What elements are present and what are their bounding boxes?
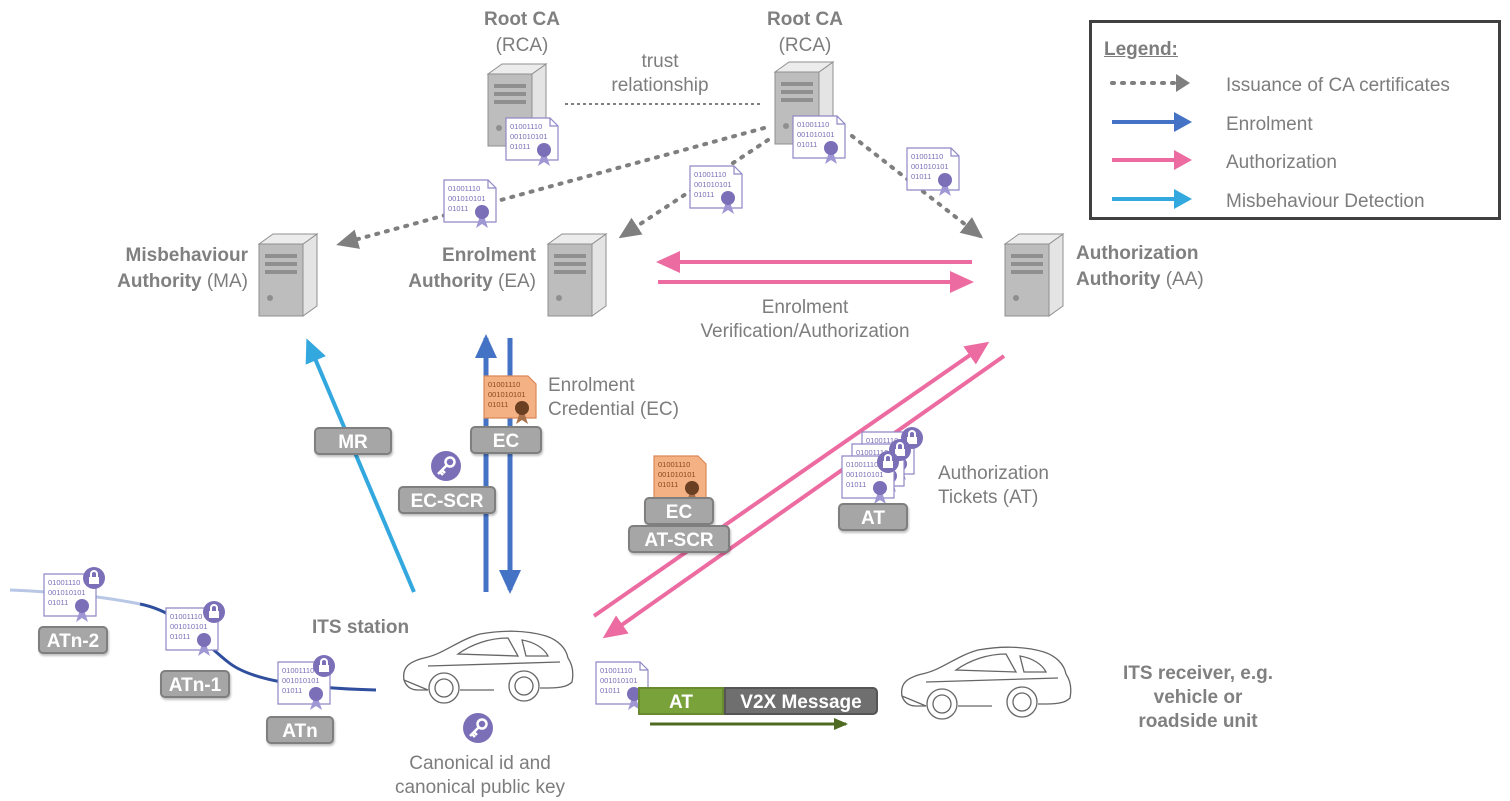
canonical-label-line2: canonical public key — [394, 777, 566, 798]
legend-item-misbehaviour: Misbehaviour Detection — [1226, 191, 1425, 212]
at-n-tag: ATn — [266, 716, 334, 744]
mr-tag: MR — [314, 427, 392, 455]
root-ca-right-sub: (RCA) — [778, 35, 832, 56]
message-at-segment: AT — [638, 687, 724, 715]
its-receiver-car-icon — [900, 646, 1072, 720]
ec-scr-tag: EC-SCR — [398, 486, 496, 514]
certificate-icon — [505, 117, 559, 167]
ma-label-line1: Misbehaviour — [125, 245, 248, 266]
lock-icon — [312, 654, 336, 678]
receiver-label-line3: roadside unit — [1138, 711, 1258, 732]
certificate-icon — [443, 179, 497, 229]
its-station-car-icon — [402, 630, 574, 704]
ea-aa-label-line1: Enrolment — [761, 297, 849, 318]
certificate-icon — [792, 115, 846, 165]
receiver-label-line2: vehicle or — [1153, 687, 1243, 708]
v2x-message-segment: V2X Message — [724, 687, 878, 715]
lock-icon — [82, 566, 106, 590]
trust-label-line2: relationship — [611, 75, 709, 96]
misbehaviour-arrow — [305, 338, 416, 593]
legend-item-authorization: Authorization — [1226, 152, 1337, 173]
issuance-arrow-ma — [336, 126, 766, 249]
at-n-2-tag: ATn-2 — [38, 626, 108, 654]
root-ca-right-title: Root CA — [767, 9, 843, 30]
lock-icon — [876, 450, 900, 474]
receiver-label-line1: ITS receiver, e.g. — [1123, 663, 1273, 684]
authorization-arrow-down — [602, 354, 1006, 639]
server-icon — [547, 233, 607, 317]
at-scr-tag: AT-SCR — [628, 525, 730, 553]
canonical-label-line1: Canonical id and — [409, 753, 551, 774]
root-ca-left-sub: (RCA) — [495, 35, 549, 56]
trust-label-line1: trust — [641, 51, 679, 72]
key-icon — [429, 449, 463, 483]
authorization-arrow-up — [592, 341, 990, 618]
at-label-line1: Authorization — [938, 463, 1049, 484]
ea-label-line2: Authority (EA) — [408, 271, 536, 292]
ec-tag: EC — [644, 497, 714, 525]
certificate-icon — [689, 165, 743, 215]
its-station-label: ITS station — [312, 617, 410, 638]
ma-label-line2: Authority (MA) — [117, 271, 248, 292]
key-icon — [461, 711, 495, 745]
ec-label-line1: Enrolment — [548, 375, 635, 396]
root-ca-left-title: Root CA — [484, 9, 560, 30]
legend-item-issuance: Issuance of CA certificates — [1226, 75, 1450, 96]
legend-box: Legend: Issuance of CA certificates Enro… — [1089, 20, 1501, 220]
certificate-icon — [906, 147, 960, 197]
ec-tag: EC — [470, 426, 542, 454]
issuance-arrow-ea — [618, 138, 770, 239]
server-icon — [1004, 233, 1064, 317]
legend-swatches — [1110, 74, 1192, 209]
at-label-line2: Tickets (AT) — [938, 487, 1039, 508]
aa-label-line1: Authorization — [1076, 243, 1199, 264]
aa-label-line2: Authority (AA) — [1076, 269, 1204, 290]
at-n-1-tag: ATn-1 — [160, 670, 230, 698]
lock-icon — [202, 600, 226, 624]
ec-label-line2: Credential (EC) — [548, 399, 679, 420]
ec-certificate-icon — [483, 375, 537, 425]
ea-aa-label-line2: Verification/Authorization — [700, 321, 910, 342]
at-tag: AT — [838, 503, 908, 531]
legend-title: Legend: — [1104, 39, 1178, 60]
server-icon — [258, 233, 318, 317]
legend-item-enrolment: Enrolment — [1226, 114, 1313, 135]
ea-label-line1: Enrolment — [442, 245, 536, 266]
